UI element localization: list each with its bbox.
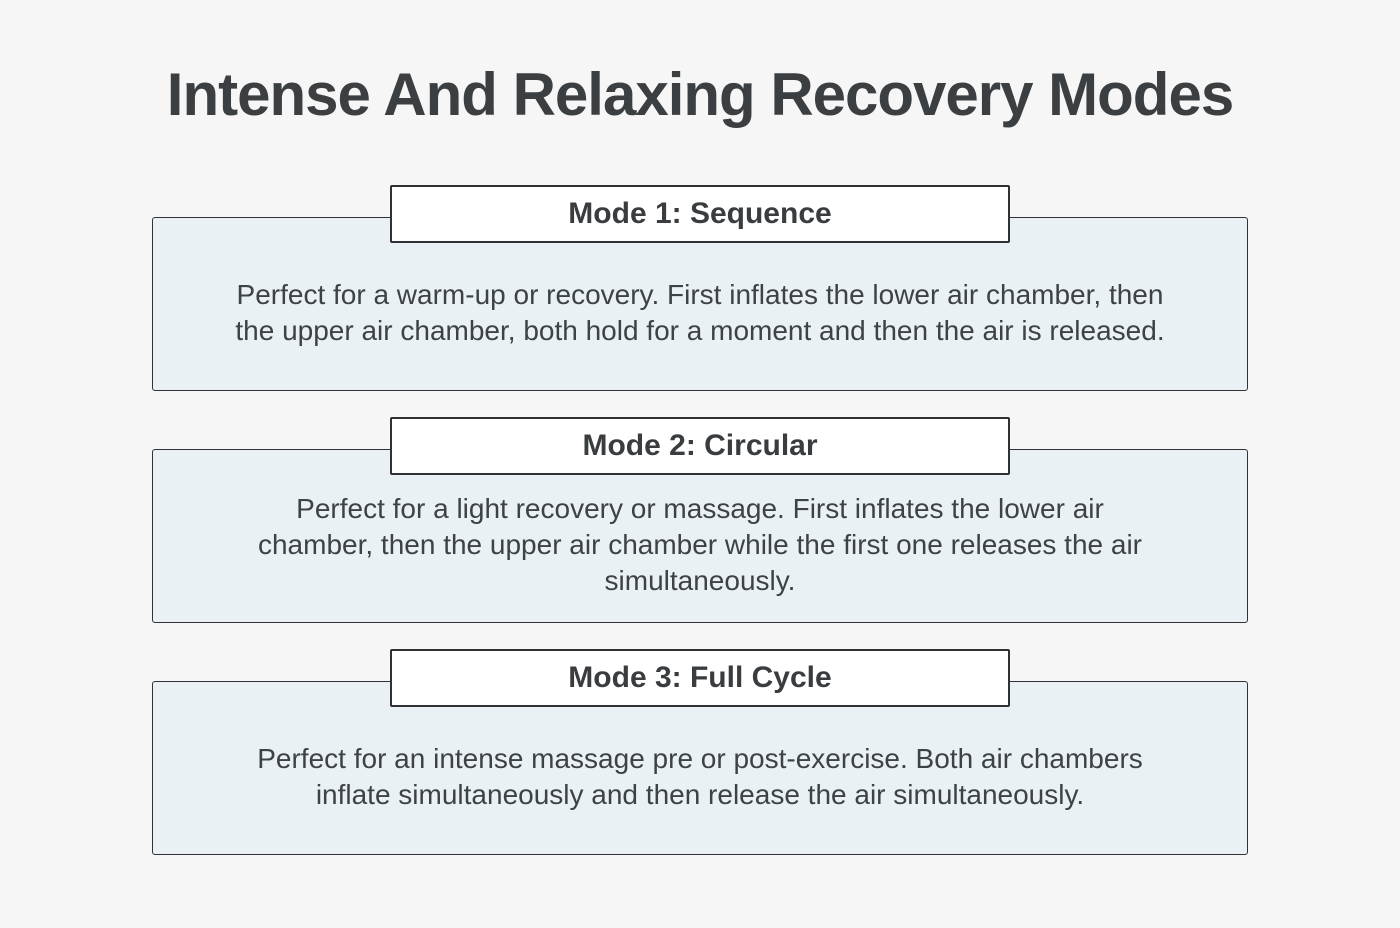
mode-card-2-description: Perfect for a light recovery or massage.… — [257, 493, 1143, 596]
page-title: Intense And Relaxing Recovery Modes — [166, 61, 1234, 128]
mode-card-2-body: Perfect for a light recovery or massage.… — [152, 449, 1248, 623]
mode-card-3-description: Perfect for an intense massage pre or po… — [257, 743, 1143, 810]
mode-card-1: Mode 1: Sequence Perfect for a warm-up o… — [152, 185, 1248, 391]
mode-card-2: Mode 2: Circular Perfect for a light rec… — [152, 417, 1248, 623]
mode-card-3-header: Mode 3: Full Cycle — [390, 649, 1010, 707]
mode-card-3-title: Mode 3: Full Cycle — [568, 661, 832, 694]
mode-card-1-header: Mode 1: Sequence — [390, 185, 1010, 243]
mode-card-1-description: Perfect for a warm-up or recovery. First… — [235, 279, 1165, 346]
mode-card-1-body: Perfect for a warm-up or recovery. First… — [152, 217, 1248, 391]
mode-card-2-title: Mode 2: Circular — [582, 429, 818, 462]
mode-card-2-header: Mode 2: Circular — [390, 417, 1010, 475]
mode-card-3-body: Perfect for an intense massage pre or po… — [152, 681, 1248, 855]
mode-card-1-title: Mode 1: Sequence — [568, 197, 832, 230]
mode-card-3: Mode 3: Full Cycle Perfect for an intens… — [152, 649, 1248, 855]
